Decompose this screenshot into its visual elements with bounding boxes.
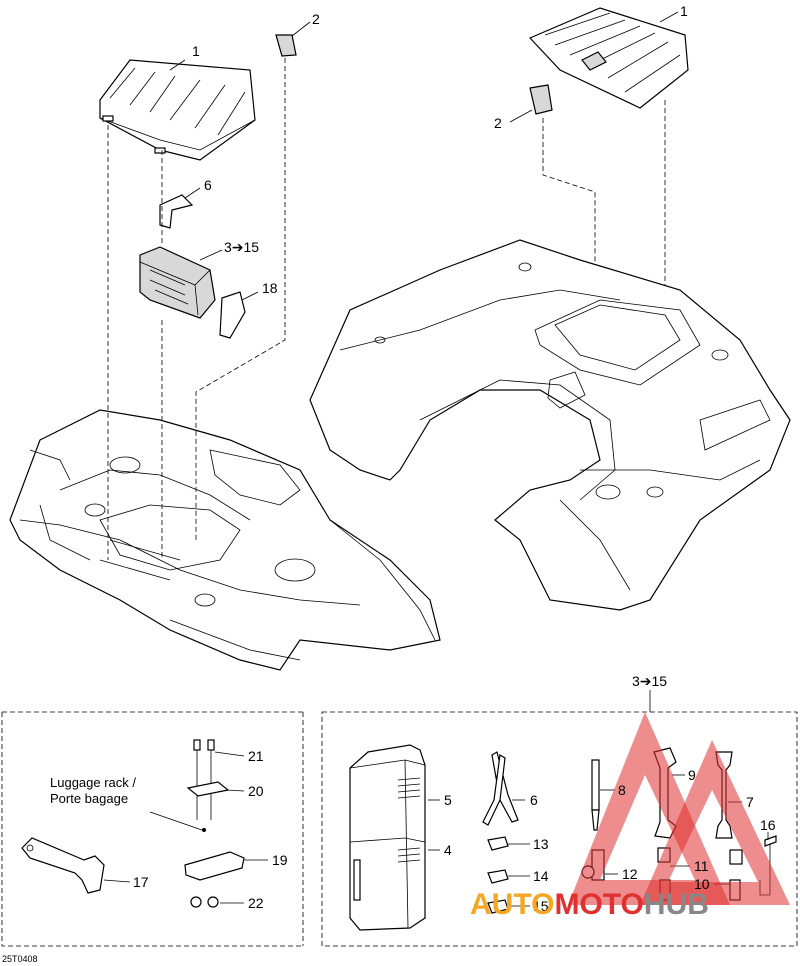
callout-20: 20	[248, 783, 264, 799]
callout-4: 4	[444, 842, 452, 858]
leader-18	[241, 291, 259, 301]
pliers-6	[482, 751, 519, 826]
luggage-rack-label-fr: Porte bagage	[50, 791, 128, 806]
clip-left	[275, 34, 297, 57]
watermark-text: AUTOMOTOHUB	[470, 888, 709, 921]
fuse-14	[487, 869, 509, 884]
callout-16: 16	[760, 817, 776, 833]
plate-20	[186, 781, 230, 797]
storage-lid-right	[528, 7, 689, 109]
front-fender-right	[309, 239, 791, 611]
wrench-17	[21, 837, 105, 894]
callout-6-left: 6	[204, 177, 212, 193]
leader-1b	[659, 11, 679, 23]
box-luggage-rack	[1, 711, 304, 947]
leader-luggage	[149, 811, 203, 831]
callout-22: 22	[248, 895, 264, 911]
screwdriver-8	[591, 759, 600, 831]
leader-2a	[291, 21, 311, 37]
leader-2b	[509, 109, 533, 123]
leader-6a	[184, 187, 201, 199]
box-tool-kit	[321, 711, 798, 947]
leader-20	[225, 789, 245, 792]
callout-9: 9	[688, 767, 696, 783]
watermark-text-moto: MOTO	[554, 888, 643, 921]
callout-3-15-left: 3➔15	[224, 239, 259, 255]
luggage-rack-point	[202, 828, 206, 832]
figure-code: 25T0408	[2, 954, 38, 964]
watermark-logo	[568, 712, 790, 905]
bracket-19	[184, 851, 245, 881]
callout-11: 11	[694, 858, 709, 874]
storage-lid-left	[99, 59, 256, 161]
tool-kit-left	[139, 246, 216, 319]
callout-21: 21	[248, 748, 264, 764]
callout-1-left: 1	[192, 43, 200, 59]
callout-1-right: 1	[680, 3, 688, 19]
callout-13: 13	[533, 836, 549, 852]
callout-2-left: 2	[312, 11, 320, 27]
fuse-15	[487, 899, 509, 914]
callout-6-right: 6	[530, 792, 538, 808]
leader-21	[214, 751, 245, 757]
callout-15: 15	[533, 898, 549, 914]
callout-18: 18	[262, 280, 278, 296]
decal-left	[219, 291, 246, 339]
callout-3-15-right: 3➔15	[632, 673, 667, 689]
callout-12: 12	[622, 866, 638, 882]
clip-right	[529, 84, 553, 115]
leader-3to15a	[199, 249, 223, 261]
strap-left	[159, 194, 194, 229]
tool-bag	[349, 744, 426, 931]
bolts-21	[193, 739, 215, 820]
rear-fender-left	[9, 409, 441, 671]
callout-17: 17	[133, 874, 149, 890]
callout-5: 5	[444, 792, 452, 808]
callout-19: 19	[272, 852, 288, 868]
callout-7: 7	[746, 794, 754, 810]
guide-line-2b	[542, 118, 596, 352]
luggage-rack-label-en: Luggage rack /	[50, 775, 136, 790]
leader-1a	[169, 59, 186, 71]
leader-17	[103, 879, 131, 883]
callout-8: 8	[618, 782, 626, 798]
callout-10: 10	[694, 876, 710, 892]
fuse-13	[487, 836, 509, 851]
watermark-text-auto: AUTO	[470, 888, 554, 921]
watermark-text-hub: HUB	[644, 888, 709, 921]
callout-14: 14	[533, 868, 549, 884]
guide-line-2a	[195, 58, 286, 540]
nuts-22	[190, 896, 219, 908]
callout-2-right: 2	[494, 115, 502, 131]
